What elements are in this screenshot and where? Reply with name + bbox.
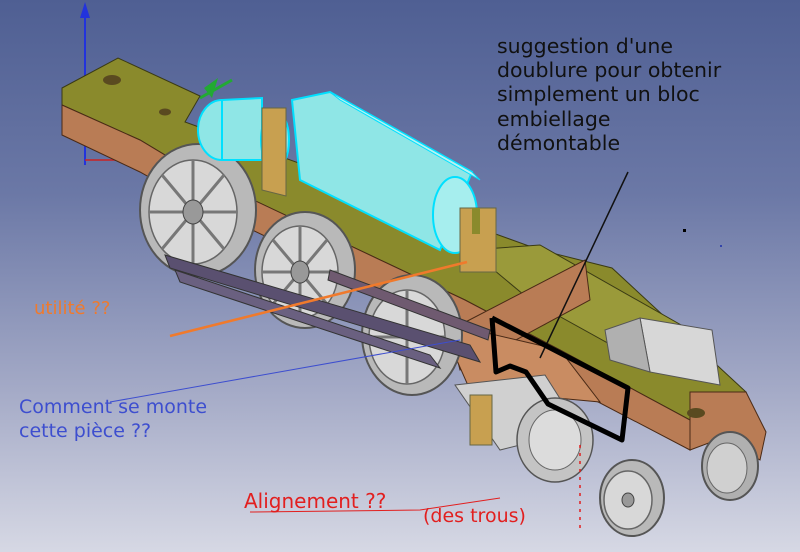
y-axis-arrow-icon (204, 78, 218, 98)
z-axis-arrow-icon (80, 2, 90, 18)
trous-annotation: (des trous) (423, 505, 526, 527)
wheel-front-rear (701, 431, 759, 501)
comment-annotation: Comment se monte cette pièce ?? (19, 396, 208, 442)
pointer-line-utilite (169, 260, 468, 338)
wheel-front (599, 459, 665, 537)
pointer-line-suggestion (539, 171, 629, 359)
suggestion-annotation: suggestion d'une doublure pour obtenir s… (497, 34, 722, 155)
rear-gearbox (604, 317, 721, 386)
alignement-annotation: Alignement ?? (244, 489, 387, 513)
wheel-1 (139, 143, 257, 277)
proposed-liner-outline (489, 315, 631, 443)
motor-mounts (261, 107, 497, 273)
pointer-line-comment (109, 339, 461, 403)
pointer-line-alignement (249, 497, 501, 513)
utilite-annotation: utilité ?? (34, 298, 111, 319)
